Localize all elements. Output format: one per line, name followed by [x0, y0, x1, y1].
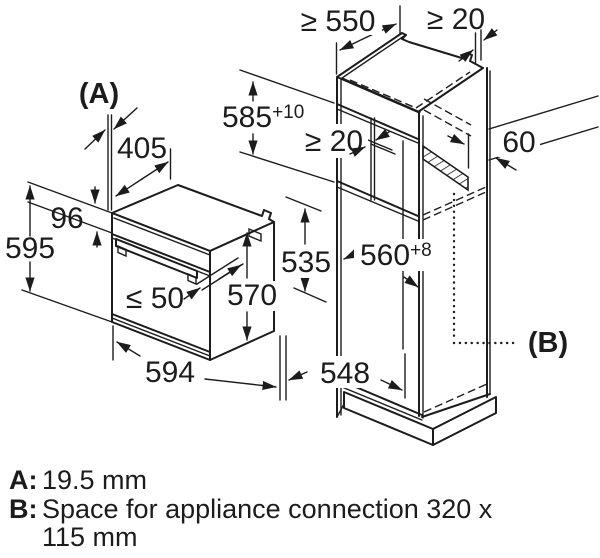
dim-a-callout: (A) — [79, 78, 138, 211]
dim-front-height: 570 — [224, 232, 280, 341]
dim-arm-right — [141, 161, 169, 180]
ext-line-bottom — [27, 201, 113, 234]
dim-oven-depth: 548 — [279, 335, 406, 401]
recess-hidden-edge-1 — [423, 98, 472, 126]
dim-top-recess-depth: 405 — [115, 132, 172, 197]
arrow-left — [458, 49, 474, 62]
dim-label-60: 60 — [502, 126, 535, 159]
shelf-back-edge-2 — [370, 143, 396, 155]
control-panel-bottom-edge — [111, 233, 211, 273]
shelf-front-edge-inner — [336, 186, 419, 222]
dim-connection-recess: 60 — [488, 95, 599, 171]
a-callout-label: (A) — [79, 78, 119, 110]
label-backing — [224, 281, 280, 311]
door-bottom-edge — [111, 313, 211, 353]
niche-ceiling-edge-inner — [336, 108, 419, 144]
legend-line-b2: 115 mm — [42, 522, 138, 552]
door-handle-mount-right — [187, 272, 197, 286]
label-backing — [280, 248, 332, 278]
dim-label-550: ≥ 550 — [301, 5, 376, 38]
ext-line-upper — [488, 95, 599, 130]
dim-label-405: 405 — [117, 132, 167, 165]
door-handle-mount-left — [117, 244, 127, 258]
dim-body-height: 535 — [280, 196, 332, 303]
leader-left — [288, 370, 308, 381]
dim-label-50: ≤ 50 — [126, 282, 184, 315]
leader-arrow — [495, 157, 517, 171]
oven-drawing — [111, 184, 275, 361]
cabinet-drawing — [336, 32, 497, 446]
ext-line-bottom — [21, 289, 113, 323]
arrow-right — [375, 129, 390, 141]
arrow-left — [349, 146, 366, 157]
leader-right — [380, 379, 403, 391]
plinth-side-face — [432, 396, 497, 446]
ext-line-bottom — [239, 151, 335, 183]
a-arrow-lower — [84, 129, 106, 150]
b-callout-label: (B) — [528, 327, 568, 359]
dim-control-panel-height: 96 — [27, 181, 113, 248]
dim-oven-width: 594 — [112, 325, 277, 391]
arrow-far-right — [447, 133, 465, 145]
dim-label-20-top: ≥ 20 — [427, 3, 485, 36]
ext-line-top — [27, 181, 113, 214]
dim-label-570: 570 — [227, 279, 277, 312]
label-backing — [354, 239, 442, 271]
plinth-left-connector — [336, 403, 345, 418]
cabinet-bottom-right-edge — [421, 393, 491, 418]
arrow-right — [483, 28, 498, 41]
ext-line-top — [239, 69, 335, 104]
leader-left — [116, 341, 141, 357]
dim-label-535: 535 — [281, 246, 331, 279]
leader-arrow — [183, 287, 201, 300]
cabinet-hidden-edge-top-2 — [415, 71, 471, 109]
legend-line-a: A:19.5 mm — [9, 465, 147, 495]
leader-right — [204, 378, 277, 391]
dim-top-back-gap: ≥ 20 — [427, 3, 498, 64]
dim-arm-left — [339, 36, 368, 51]
shelf-front-edge — [336, 180, 419, 217]
dim-label-585: 585+10 — [222, 101, 304, 134]
oven-top-chamfer — [113, 217, 211, 256]
label-backing — [294, 5, 382, 35]
label-backing — [310, 356, 380, 388]
connection-space-hatch — [422, 144, 469, 192]
cabinet-top-inner-rim — [340, 35, 421, 113]
cabinet-top-face — [336, 32, 484, 113]
dim-door-protrusion: ≤ 50 — [126, 257, 244, 315]
dim-label-548: 548 — [320, 357, 370, 390]
label-backing — [498, 128, 540, 157]
dim-label-560: 560+8 — [360, 239, 432, 272]
a-arrow-upper — [113, 107, 138, 130]
recess-hidden-edge-2 — [423, 109, 472, 137]
shelf-back-edge-1 — [367, 139, 393, 151]
dim-label-20-mid: ≥ 20 — [305, 125, 363, 158]
dim-niche-width: 560+8 — [343, 239, 442, 288]
dim-label-595: 595 — [5, 232, 55, 265]
dim-niche-height: 585+10 — [222, 69, 335, 183]
door-bottom-edge-inner — [111, 317, 211, 357]
ext-line-top — [285, 196, 322, 212]
dim-arm-left — [115, 178, 143, 197]
niche-ceiling-edge — [336, 103, 419, 140]
dim-label-594: 594 — [145, 356, 195, 389]
plane-line-1 — [196, 257, 239, 285]
dim-cabinet-depth: ≥ 550 — [294, 5, 401, 75]
outer-arrow — [218, 264, 242, 280]
dim-oven-height: 595 — [5, 185, 113, 323]
dim-label-96: 96 — [50, 202, 83, 235]
ext-line-bottom — [293, 287, 327, 303]
dim-b-callout: (B) — [452, 192, 568, 359]
door-handle-bar — [115, 238, 198, 279]
arrow-right — [403, 275, 419, 288]
legend: A:19.5 mm B:Space for appliance connecti… — [9, 465, 493, 552]
legend-line-b: B:Space for appliance connection 320 x — [9, 494, 493, 524]
cabinet-floor-edge-inner — [336, 384, 423, 421]
dim-shelf-back-gap: ≥ 20 — [302, 124, 465, 158]
